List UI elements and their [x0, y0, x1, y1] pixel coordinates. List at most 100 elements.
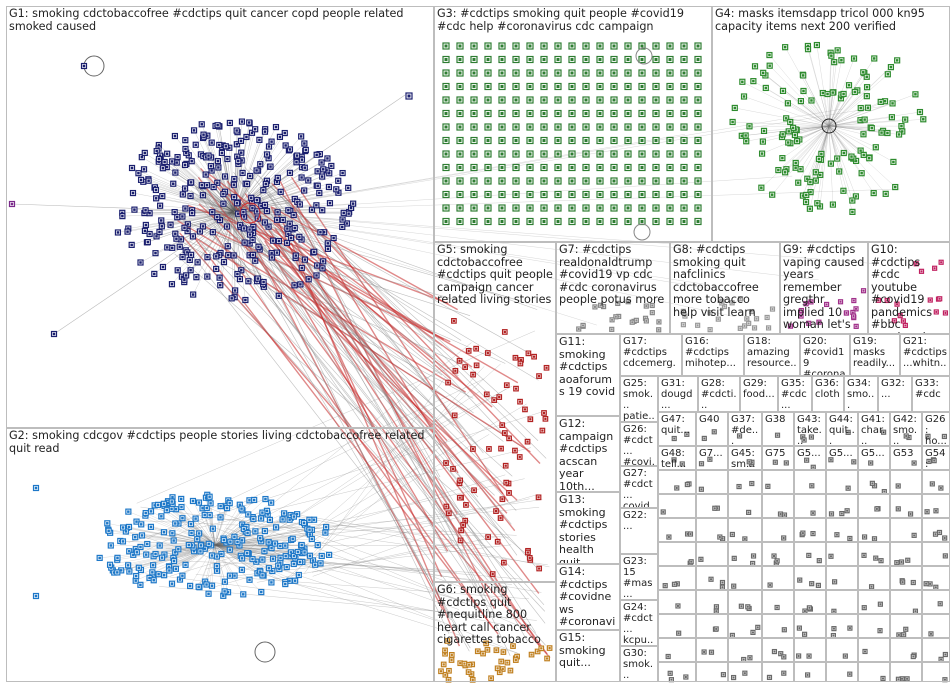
node-fill — [288, 148, 292, 151]
g4-edge — [828, 92, 833, 127]
small-group-box — [728, 614, 762, 638]
node-fill — [151, 564, 155, 567]
small-group-box — [762, 518, 794, 542]
small-group-box — [696, 566, 728, 590]
small-group-box: G37: #de... — [728, 412, 762, 446]
group-box-g23: G23: 15 #mas... — [620, 554, 658, 600]
node-fill — [163, 553, 166, 556]
group-box-g29: G29: food... — [740, 376, 778, 412]
g4-edge — [807, 45, 830, 127]
node-fill — [219, 504, 222, 508]
cross-edge — [183, 242, 474, 399]
node-fill — [254, 259, 257, 262]
node-fill — [258, 138, 261, 142]
cross-edge — [170, 474, 506, 577]
g4-edge — [769, 65, 830, 127]
node-fill — [303, 166, 307, 169]
small-group-box — [858, 638, 890, 662]
node-fill — [158, 230, 161, 234]
group-box-g34: G34: smo... — [844, 376, 878, 412]
g4-edge — [816, 45, 830, 127]
g4-edge — [828, 76, 867, 127]
node-fill — [240, 568, 244, 572]
node-fill — [318, 152, 322, 156]
small-group-box — [728, 662, 762, 682]
node-fill — [271, 557, 275, 560]
cross-edge — [178, 217, 506, 364]
node-fill — [321, 208, 324, 212]
group-label-g28: G28: #cdcti... — [701, 378, 737, 411]
g4-edge — [828, 101, 886, 127]
node-fill — [226, 253, 230, 257]
small-group-label: G44: quit... — [829, 414, 855, 446]
group-label-g10: G10: #cdctips #cdc youtube #covid19 pand… — [871, 243, 933, 333]
group-label-g7: G7: #cdctips realdonaldtrump #covid19 vp… — [559, 243, 665, 306]
g4-edge — [828, 87, 868, 127]
g4-edge — [828, 125, 864, 135]
small-group-box — [728, 638, 762, 662]
node-fill — [157, 157, 161, 161]
group-label-g16: G16: #cdctips mihotep... — [685, 336, 736, 369]
group-label-g18: G18: amazing resource... — [747, 336, 797, 376]
node-fill — [298, 203, 302, 206]
g2-edge — [214, 504, 240, 546]
node-fill — [222, 202, 225, 205]
node-fill — [316, 184, 319, 187]
small-group-label: G26: ho... — [925, 414, 947, 446]
node-fill — [248, 499, 251, 502]
node-fill — [180, 505, 183, 509]
g4-edge — [784, 47, 830, 127]
node-fill — [220, 151, 224, 155]
cross-edge — [191, 517, 518, 654]
small-group-box — [826, 614, 858, 638]
node-fill — [212, 185, 215, 189]
node-fill — [140, 155, 144, 159]
node-fill — [186, 251, 189, 254]
node-fill — [192, 129, 196, 132]
g4-edge — [828, 125, 852, 157]
small-group-box — [794, 494, 826, 518]
g4-edge — [769, 54, 830, 127]
cross-edge — [285, 513, 550, 568]
small-group-box — [858, 470, 890, 494]
g2-edge — [214, 544, 291, 553]
g1-edge — [132, 192, 235, 213]
node-fill — [267, 225, 270, 228]
node-fill — [248, 254, 251, 257]
node-fill — [321, 267, 324, 270]
node-fill — [148, 211, 151, 215]
node-fill — [209, 164, 213, 168]
small-group-box — [696, 470, 728, 494]
node-fill — [201, 193, 205, 197]
g4-edge — [796, 125, 830, 131]
node-fill — [238, 503, 242, 506]
group-box-g30: G30: smok... — [620, 646, 658, 682]
cross-edge — [256, 545, 472, 547]
node-fill — [158, 154, 162, 157]
group-box-g1: G1: smoking cdctobaccofree #cdctips quit… — [6, 6, 434, 428]
g4-edge — [734, 107, 830, 127]
node-fill — [254, 530, 257, 533]
g4-edge — [828, 98, 842, 127]
node-fill — [52, 332, 56, 336]
cross-edge — [287, 581, 505, 626]
g4-edge — [803, 75, 830, 127]
group-label-g12: G12: campaign #cdctips acscan year 10th.… — [559, 417, 614, 492]
small-group-box — [762, 590, 794, 614]
cross-edge — [253, 499, 543, 541]
cross-edge — [269, 238, 517, 511]
node-fill — [194, 517, 197, 520]
group-label-g32: G32: ... — [881, 378, 905, 400]
node-fill — [165, 152, 169, 155]
small-group-box — [922, 518, 950, 542]
small-group-box — [922, 470, 950, 494]
node-fill — [157, 143, 161, 147]
group-box-g26: G26: #cdct... #covi... — [620, 422, 658, 466]
node-fill — [277, 294, 281, 298]
small-group-box — [696, 662, 728, 682]
small-group-box — [658, 494, 696, 518]
group-box-g7: G7: #cdctips realdonaldtrump #covid19 vp… — [556, 242, 670, 334]
group-box-g36: G36: cloth — [812, 376, 844, 412]
small-group-box — [794, 662, 826, 682]
